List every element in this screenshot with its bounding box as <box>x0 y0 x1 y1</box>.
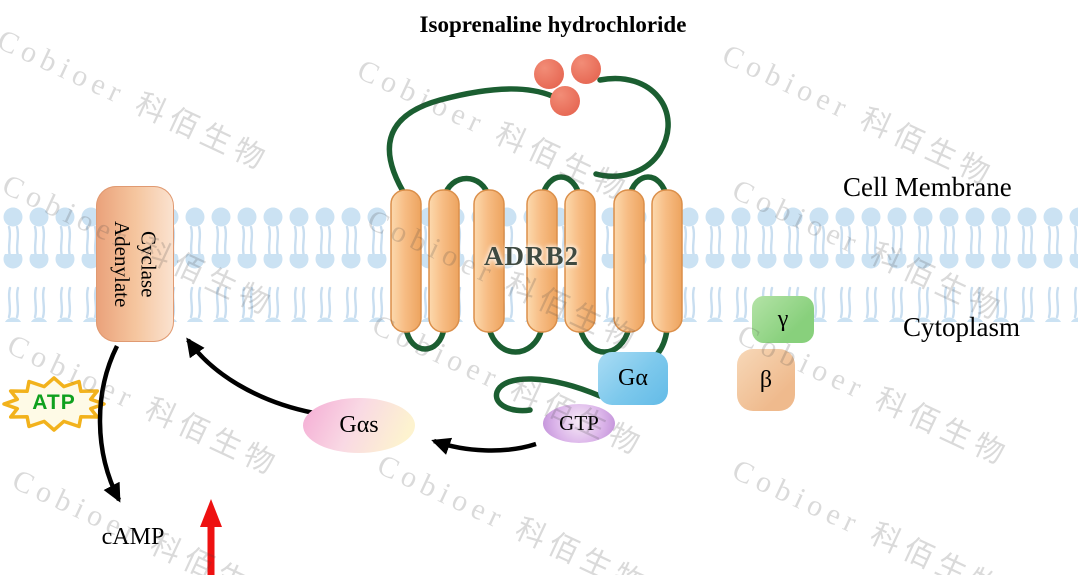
tm-helix <box>428 189 460 333</box>
ligand-circle <box>571 54 601 84</box>
tm-helix <box>613 189 645 333</box>
arrow-gtp-to-gas <box>431 437 537 455</box>
tm-helix <box>390 189 422 333</box>
arrow-ac-to-camp <box>97 344 121 503</box>
intracellular-loop-3 <box>577 325 632 355</box>
tm-helix <box>473 189 505 333</box>
g-alpha-subunit: Gα <box>598 352 668 405</box>
ligand-circle <box>534 59 564 89</box>
tm-helix <box>526 189 558 333</box>
g-gamma-subunit: γ <box>752 296 814 343</box>
n-terminus-loop <box>386 86 555 201</box>
camp-increase-arrow <box>200 499 222 575</box>
adenylate-cyclase-line1: Adenylate <box>110 220 134 308</box>
intracellular-loop-1 <box>403 325 447 352</box>
gtp-label: GTP <box>559 411 599 435</box>
diagram-title: Isoprenaline hydrochloride <box>419 12 687 37</box>
cytoplasm-label: Cytoplasm <box>903 312 1021 342</box>
camp-molecule: cAMP <box>78 508 188 566</box>
signal-arrows <box>97 337 537 503</box>
g-alpha-s-label: Gαs <box>339 412 379 438</box>
atp-label: ATP <box>32 391 76 414</box>
cell-membrane-label: Cell Membrane <box>843 172 1012 202</box>
ligand-circle <box>550 86 580 116</box>
g-beta-label: β <box>759 366 773 393</box>
g-alpha-s-subunit: Gαs <box>303 398 415 453</box>
extracellular-chain <box>593 75 671 179</box>
c-terminus-hook <box>493 376 603 414</box>
g-gamma-label: γ <box>777 306 789 332</box>
camp-label: cAMP <box>101 523 165 550</box>
intracellular-loop-2 <box>486 325 545 355</box>
gtp-molecule: GTP <box>543 404 615 443</box>
arrow-gas-to-adenylate-cyclase <box>186 337 315 416</box>
g-beta-subunit: β <box>737 349 795 411</box>
g-alpha-label: Gα <box>618 365 648 391</box>
adenylate-cyclase-line2: Cyclase <box>136 230 161 298</box>
receptor-helices <box>390 189 683 333</box>
tm-helix <box>564 189 596 333</box>
atp-starburst <box>2 376 106 432</box>
tm-helix <box>651 189 683 333</box>
isoprenaline-molecules <box>534 54 601 116</box>
receptor-label: ADRB2 <box>484 241 580 271</box>
